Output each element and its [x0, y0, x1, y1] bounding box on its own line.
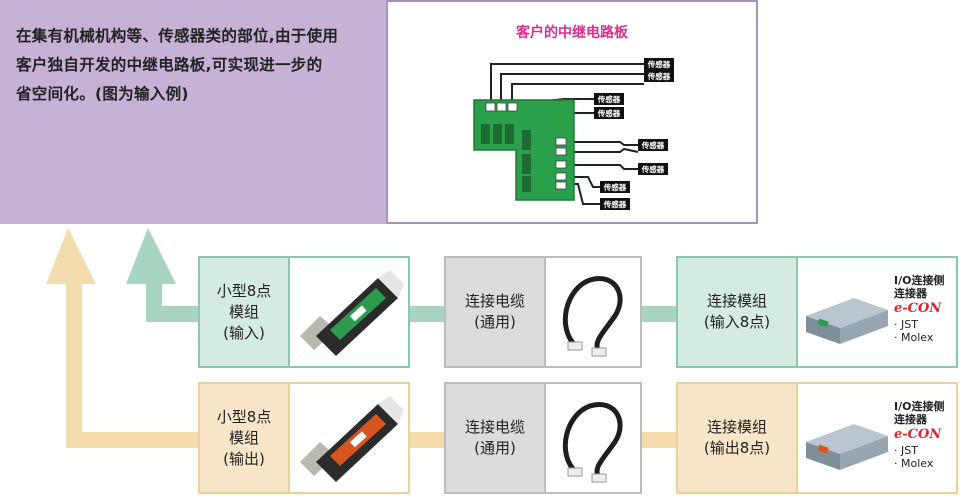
description-panel: 在集有机械机构等、传感器类的部位,由于使用 客户独自开发的中继电路板,可实现进一…: [0, 0, 386, 224]
sensor-label: 传感器: [597, 94, 621, 104]
relay-board-illustration: 传感器 传感器 传感器 传感器 传感器 传感器 传感器 传感器: [473, 58, 674, 210]
label-line: (输入): [223, 323, 265, 342]
description-line: 客户独自开发的中继电路板,可实现进一步的: [16, 56, 323, 74]
cable-image: [544, 384, 642, 492]
connector-item: · Molex: [894, 457, 934, 470]
sensor-label: 传感器: [603, 199, 627, 209]
label-line: (输出8点): [703, 439, 771, 457]
sensor-label: 传感器: [647, 59, 671, 69]
sensor-label: 传感器: [603, 182, 627, 192]
label-line: 小型8点: [216, 281, 272, 300]
input-flow-arrow: [126, 228, 200, 322]
sensor-label: 传感器: [641, 164, 665, 174]
row2-link-1: [408, 432, 446, 448]
label-line: 连接模组: [706, 292, 767, 310]
input-module-image: [288, 258, 410, 366]
connector-info: I/O连接侧 连接器 e-CON · JST · Molex: [894, 274, 944, 344]
label-line: (输出): [223, 449, 265, 468]
sensor-label: 传感器: [641, 140, 665, 150]
sensor-label: 传感器: [597, 108, 621, 118]
output-module-card: 小型8点 模组 (输出): [198, 382, 410, 494]
connector-module-card-input: 连接模组 (输入8点) I/O连接侧 连接器 e-CON · JST · Mol…: [676, 256, 958, 368]
label-line: (通用): [474, 313, 516, 331]
description-line: 在集有机械机构等、传感器类的部位,由于使用: [16, 27, 339, 45]
connector-module-label: 连接模组 (输出8点): [678, 384, 796, 492]
input-module-card: 小型8点 模组 (输入): [198, 256, 410, 368]
output-flow-arrow: [46, 228, 200, 448]
connector-module-card-output: 连接模组 (输出8点) I/O连接侧 连接器 e-CON · JST · Mol…: [676, 382, 958, 494]
connector-header: 连接器: [894, 287, 927, 300]
connector-item: · Molex: [894, 331, 934, 344]
description-line: 省空间化。(图为输入例): [16, 85, 189, 103]
connector-info: I/O连接侧 连接器 e-CON · JST · Molex: [894, 400, 944, 470]
relay-board-panel: 客户的中继电路板: [386, 0, 758, 224]
label-line: 模组: [228, 428, 259, 447]
output-module-image: [288, 384, 410, 492]
connector-header: I/O连接侧: [894, 400, 945, 413]
cable-image: [544, 258, 642, 366]
label-line: (输入8点): [703, 313, 771, 331]
cable-card-row1: 连接电缆 (通用): [444, 256, 642, 368]
cable-label: 连接电缆 (通用): [446, 384, 544, 492]
description-text: 在集有机械机构等、传感器类的部位,由于使用 客户独自开发的中继电路板,可实现进一…: [16, 22, 376, 109]
label-line: 小型8点: [216, 407, 272, 426]
row1-link-1: [408, 306, 446, 322]
label-line: 连接模组: [706, 418, 767, 436]
econ-brand-logo: e-CON: [894, 301, 942, 316]
connector-item: · JST: [894, 444, 918, 457]
label-line: (通用): [474, 439, 516, 457]
output-module-label: 小型8点 模组 (输出): [200, 384, 288, 492]
cable-card-row2: 连接电缆 (通用): [444, 382, 642, 494]
econ-brand-logo: e-CON: [894, 427, 942, 442]
connector-module-label: 连接模组 (输入8点): [678, 258, 796, 366]
connector-module-image: I/O连接侧 连接器 e-CON · JST · Molex: [796, 258, 958, 366]
input-module-label: 小型8点 模组 (输入): [200, 258, 288, 366]
sensor-tags: [594, 58, 674, 210]
cable-label: 连接电缆 (通用): [446, 258, 544, 366]
pcb-connectors: [485, 102, 567, 190]
label-line: 连接电缆: [464, 418, 525, 436]
board-title: 客户的中继电路板: [516, 25, 628, 41]
connector-item: · JST: [894, 318, 918, 331]
row1-link-2: [640, 306, 678, 322]
label-line: 连接电缆: [464, 292, 525, 310]
sensor-label: 传感器: [647, 71, 671, 81]
connector-module-image: I/O连接侧 连接器 e-CON · JST · Molex: [796, 384, 958, 492]
connector-header: I/O连接侧: [894, 274, 945, 287]
row2-link-2: [640, 432, 678, 448]
pcb-relays: [481, 124, 531, 192]
connector-header: 连接器: [894, 413, 927, 426]
label-line: 模组: [228, 302, 259, 321]
